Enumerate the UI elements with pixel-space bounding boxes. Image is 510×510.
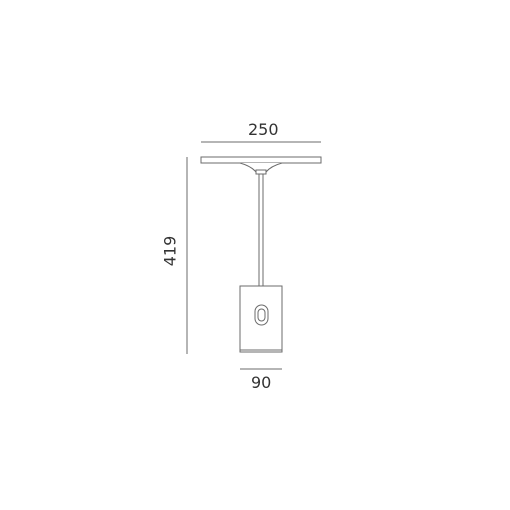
height-dimension-label: 419 — [160, 235, 180, 267]
lamp-shade-joint — [255, 169, 267, 175]
base-width-dimension-label: 90 — [251, 373, 272, 392]
switch-slot-inner — [257, 308, 266, 322]
width-dimension-label: 250 — [248, 120, 279, 139]
lamp-stem — [258, 173, 264, 287]
lamp-shade — [200, 156, 322, 164]
